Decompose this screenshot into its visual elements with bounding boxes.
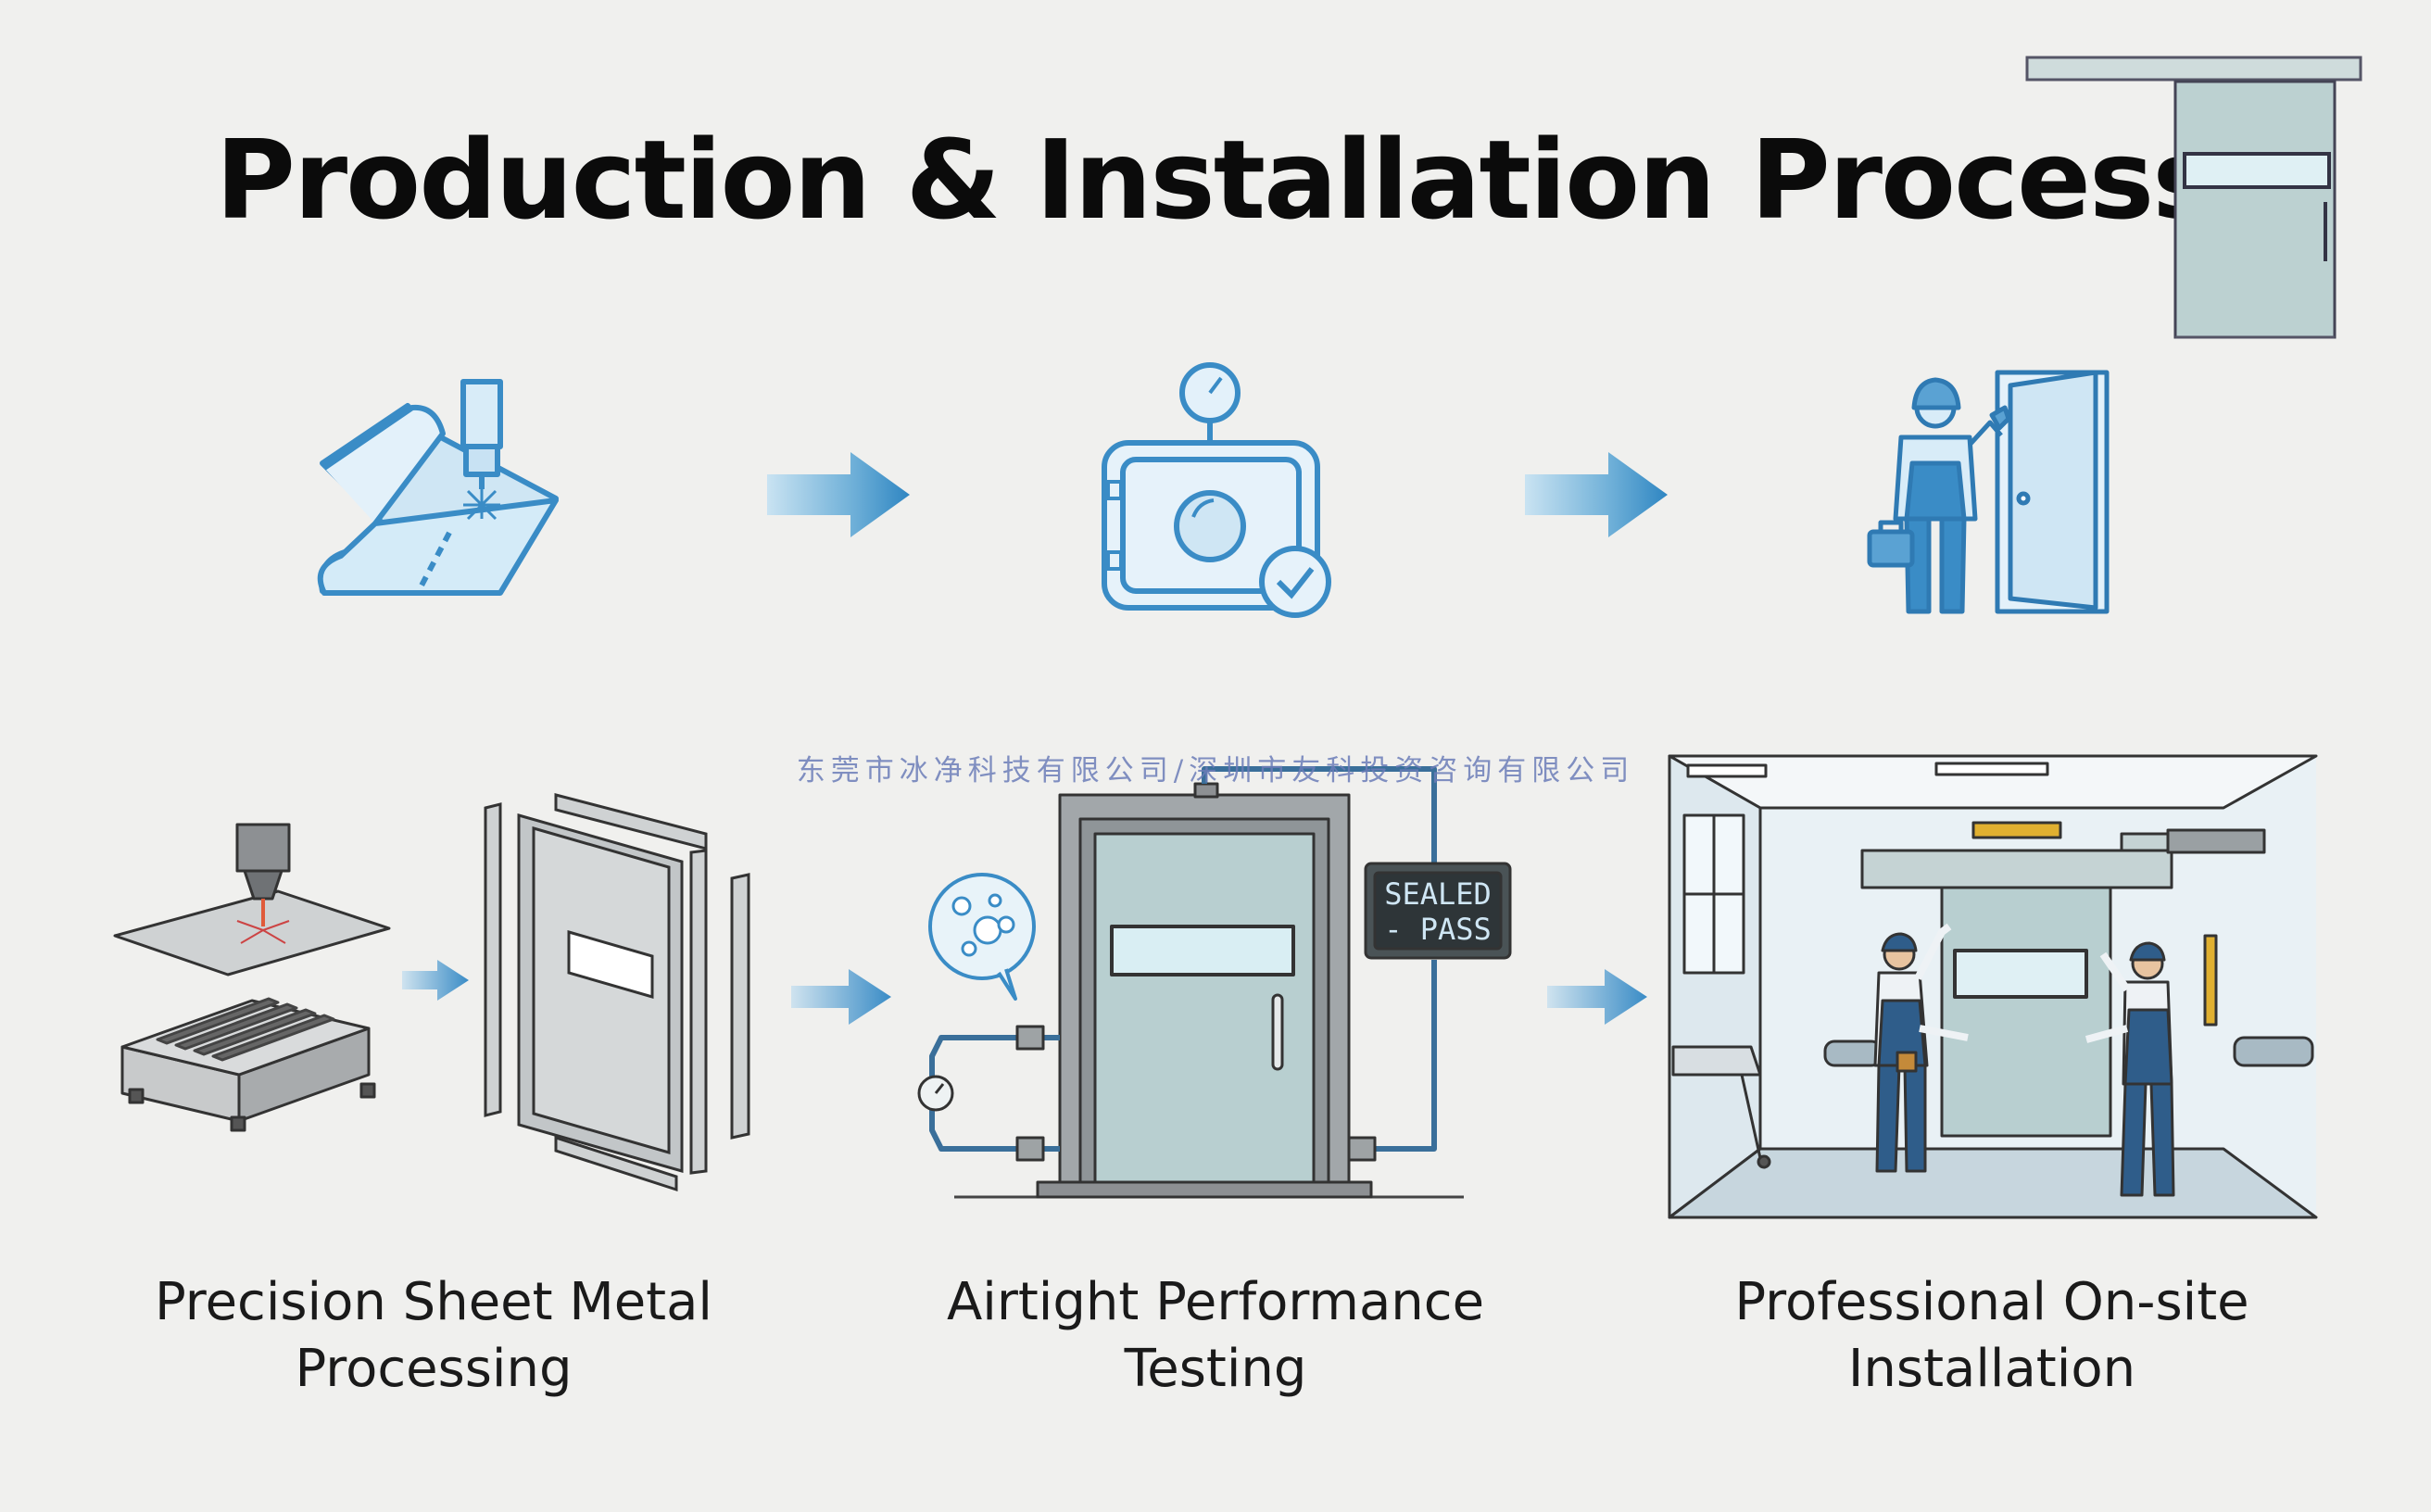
step-1-caption: Precision Sheet Metal Processing	[109, 1269, 758, 1403]
watermark: 东莞市冰净科技有限公司/深圳市友科投资咨询有限公司	[796, 754, 1635, 788]
airtight-testing-rig	[917, 766, 1512, 1199]
page-title: Production & Installation Process	[215, 116, 2217, 244]
airtight-test-icon	[1102, 362, 1331, 618]
test-display-line2: - PASS	[1384, 912, 1492, 947]
step-3-label-line1: Professional On-site	[1734, 1272, 2249, 1332]
step-2-caption: Airtight Performance Testing	[891, 1269, 1540, 1403]
step-1-label-line2: Processing	[295, 1339, 573, 1399]
top-arrow-2	[1525, 452, 1668, 537]
sheet-metal-bending-icon	[317, 379, 559, 596]
sliding-door-decor-icon	[2025, 56, 2362, 339]
bottom-arrow-2	[791, 969, 891, 1025]
step-1-label-line1: Precision Sheet Metal	[155, 1272, 712, 1332]
laser-cutting-machine	[113, 823, 391, 1132]
top-arrow-1	[767, 452, 910, 537]
bottom-arrow-1	[402, 960, 469, 1001]
door-frame-parts	[484, 793, 750, 1192]
step-3-label-line2: Installation	[1847, 1339, 2136, 1399]
step-2-label-line2: Testing	[1124, 1339, 1307, 1399]
step-2-label-line1: Airtight Performance	[946, 1272, 1485, 1332]
installation-scene	[1668, 754, 2318, 1219]
test-display-line1: SEALED	[1384, 876, 1492, 912]
installer-door-icon	[1867, 370, 2110, 614]
step-3-caption: Professional On-site Installation	[1668, 1269, 2316, 1403]
bottom-arrow-3	[1547, 969, 1647, 1025]
